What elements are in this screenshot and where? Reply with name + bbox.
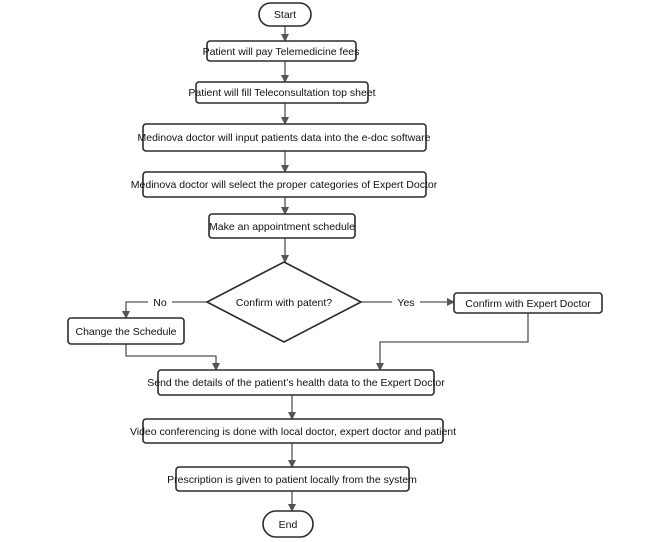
video-conference-step: Video conferencing is done with local do… bbox=[130, 418, 456, 444]
fill-sheet-label: Patient will fill Teleconsultation top s… bbox=[188, 87, 375, 99]
appointment-label: Make an appointment schedule bbox=[209, 221, 355, 233]
edge-decision-no bbox=[122, 301, 207, 319]
end-label: End bbox=[279, 519, 298, 531]
fill-sheet-step: Patient will fill Teleconsultation top s… bbox=[188, 81, 376, 104]
input-data-step: Medinova doctor will input patients data… bbox=[137, 123, 431, 152]
send-details-step: Send the details of the patient’s health… bbox=[147, 369, 445, 396]
edge-confirm-expert-to-send bbox=[376, 313, 529, 371]
prescription-label: Prescription is given to patient locally… bbox=[167, 474, 417, 486]
prescription-step: Prescription is given to patient locally… bbox=[167, 466, 417, 492]
input-data-label: Medinova doctor will input patients data… bbox=[137, 132, 430, 144]
select-category-step: Medinova doctor will select the proper c… bbox=[131, 171, 438, 198]
change-schedule-label: Change the Schedule bbox=[76, 326, 177, 338]
start-terminal: Start bbox=[258, 2, 312, 27]
edge-change-to-send bbox=[125, 344, 220, 371]
appointment-step: Make an appointment schedule bbox=[208, 213, 356, 239]
start-label: Start bbox=[274, 9, 296, 21]
confirm-decision-label: Confirm with patent? bbox=[236, 297, 332, 309]
yes-label: Yes bbox=[397, 297, 414, 309]
confirm-decision: Confirm with patent? bbox=[205, 261, 363, 343]
flowchart-edges bbox=[122, 26, 529, 512]
no-label: No bbox=[153, 297, 167, 309]
confirm-expert-label: Confirm with Expert Doctor bbox=[465, 298, 591, 310]
select-category-label: Medinova doctor will select the proper c… bbox=[131, 179, 438, 191]
confirm-expert-step: Confirm with Expert Doctor bbox=[453, 292, 603, 314]
video-conference-label: Video conferencing is done with local do… bbox=[130, 426, 456, 438]
change-schedule-step: Change the Schedule bbox=[67, 317, 185, 345]
pay-fees-label: Patient will pay Telemedicine fees bbox=[203, 46, 360, 58]
send-details-label: Send the details of the patient’s health… bbox=[147, 377, 445, 389]
end-terminal: End bbox=[262, 510, 314, 538]
pay-fees-step: Patient will pay Telemedicine fees bbox=[203, 40, 360, 62]
